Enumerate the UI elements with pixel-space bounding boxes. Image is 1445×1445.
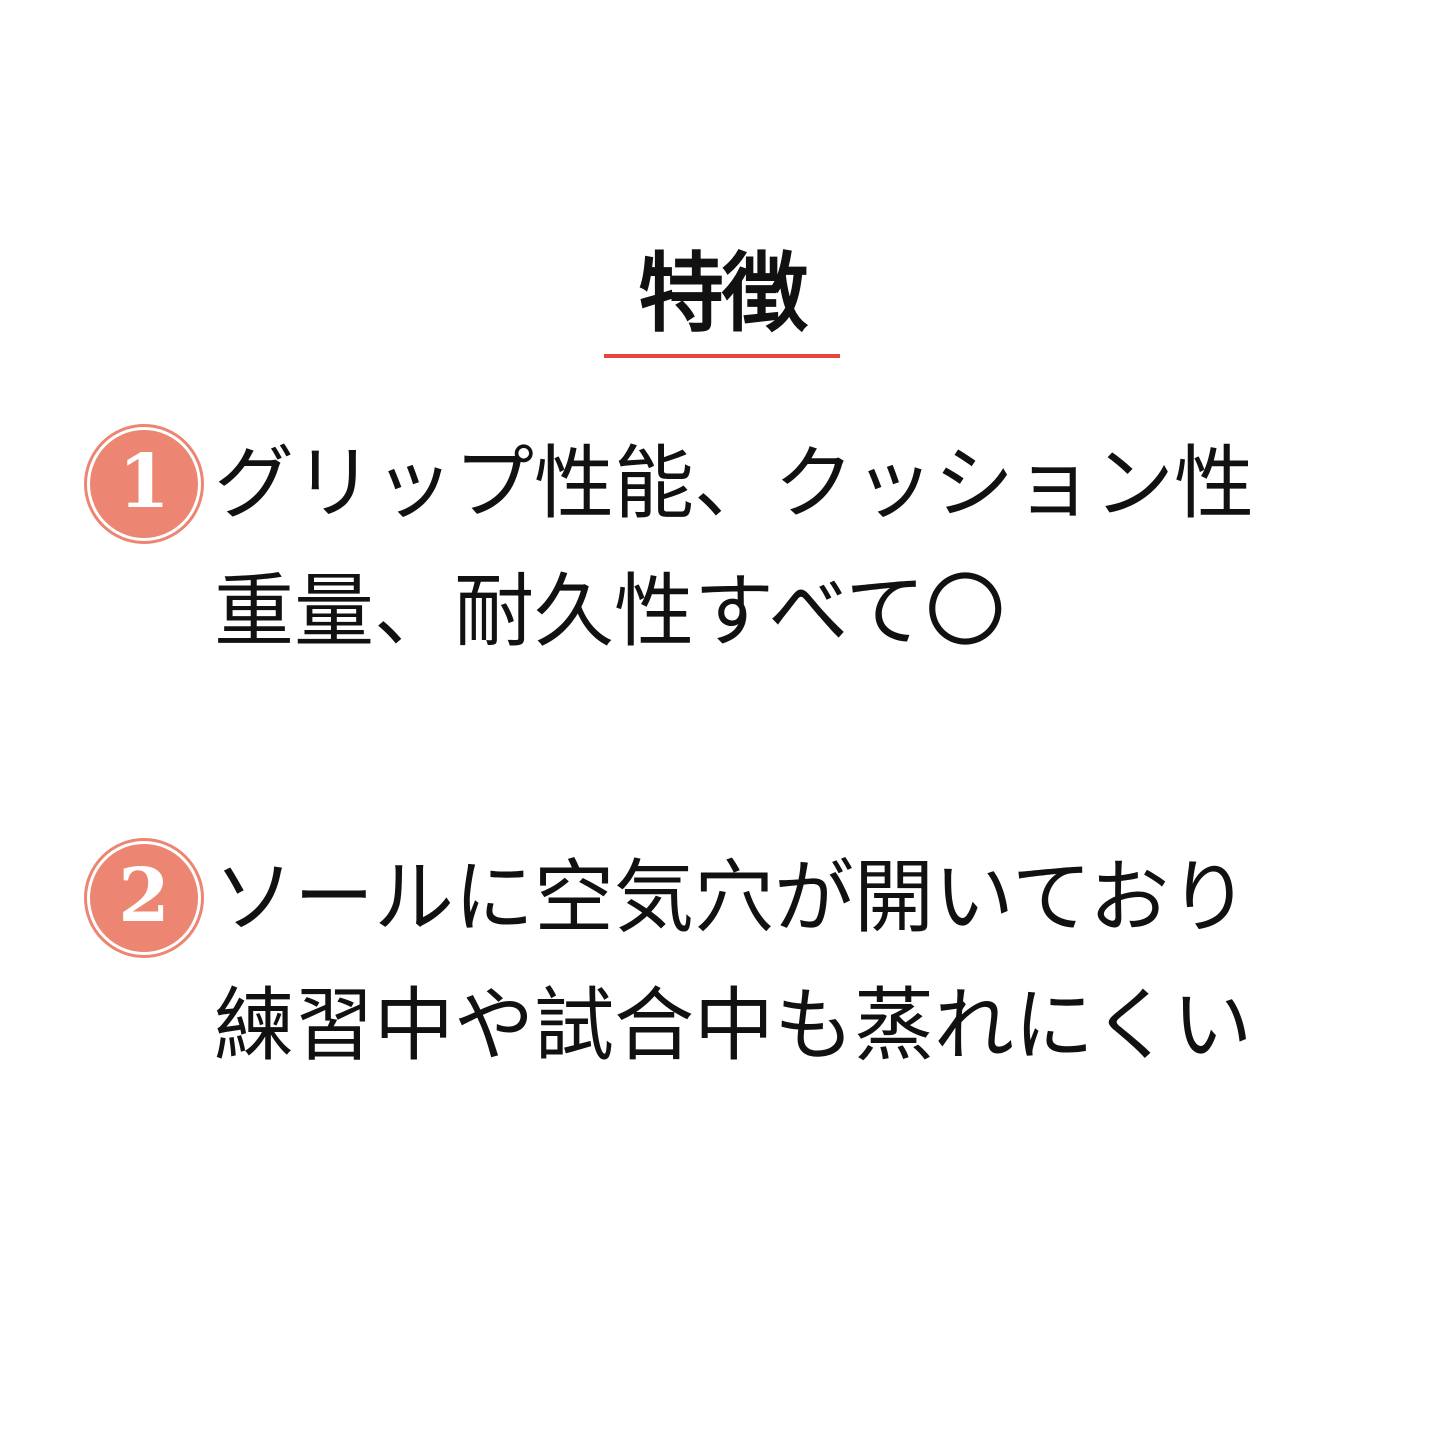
title-underline <box>604 354 840 358</box>
badge-ring <box>84 424 204 544</box>
badge-ring <box>84 838 204 958</box>
number-badge-2: 2 <box>84 838 204 958</box>
feature-2-text: ソールに空気穴が開いており 練習中や試合中も蒸れにくい <box>214 834 1252 1090</box>
number-badge-1: 1 <box>84 424 204 544</box>
badge-disc: 1 <box>90 430 198 538</box>
page-title: 特徴 <box>638 244 808 344</box>
feature-2-line-1: ソールに空気穴が開いており <box>214 851 1250 944</box>
badge-disc: 2 <box>90 844 198 952</box>
feature-1-line-2: 重量、耐久性すべて〇 <box>214 565 1006 658</box>
badge-number: 2 <box>118 853 170 939</box>
badge-number: 1 <box>118 439 170 525</box>
feature-1-text: グリップ性能、クッション性 重量、耐久性すべて〇 <box>214 420 1254 676</box>
feature-1-line-1: グリップ性能、クッション性 <box>214 437 1254 530</box>
feature-2-line-2: 練習中や試合中も蒸れにくい <box>214 979 1253 1072</box>
